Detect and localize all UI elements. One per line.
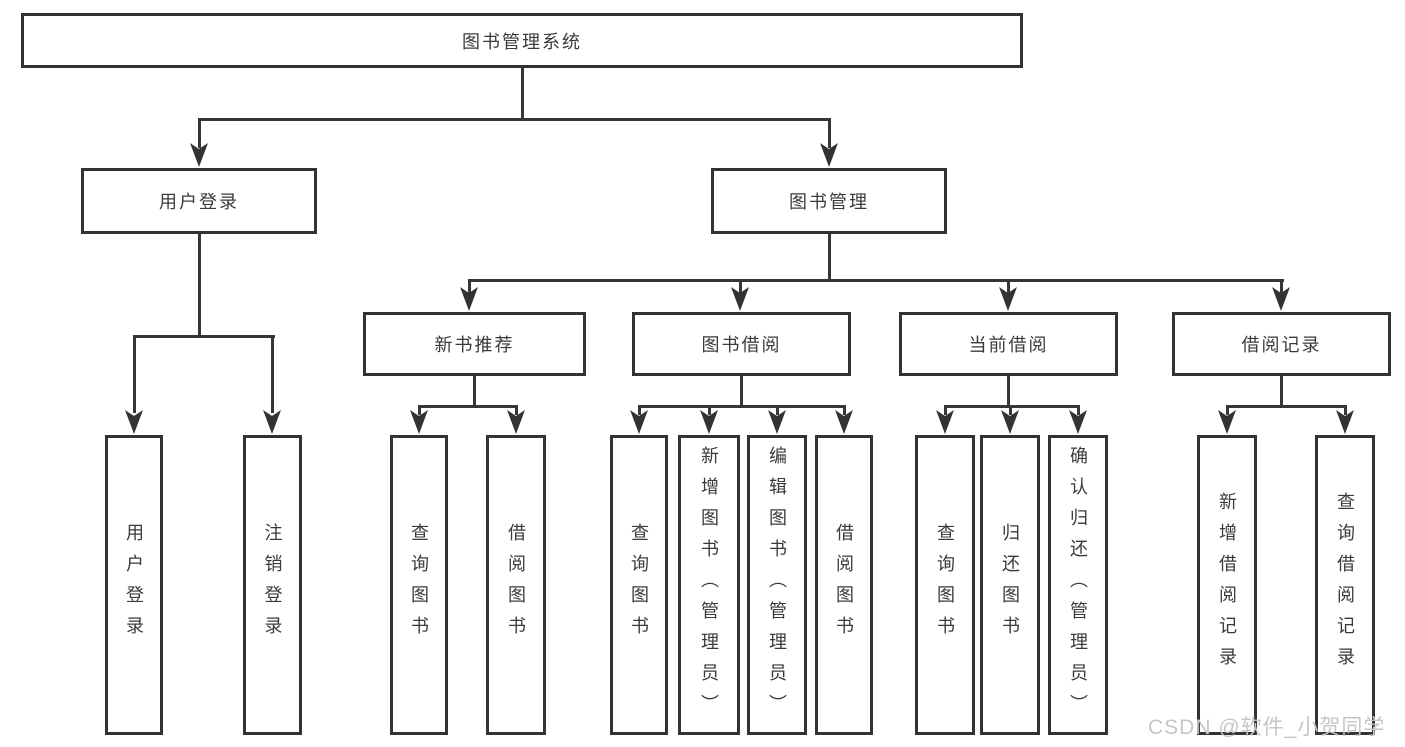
- connector-line: [707, 405, 711, 415]
- leaf-current-return-books-label: 归还图书: [1000, 523, 1020, 647]
- connector-line: [197, 117, 831, 121]
- node-new-book-recommend-label: 新书推荐: [434, 335, 515, 355]
- leaf-recommend-query-books-label: 查询图书: [409, 523, 429, 647]
- leaf-current-confirm-return-admin-label: 确认归还（管理员）: [1068, 445, 1088, 725]
- leaf-borrowing-add-books-admin: 新增图书（管理员）: [678, 435, 740, 735]
- connector-line: [827, 119, 831, 148]
- connector-line: [467, 280, 471, 294]
- node-book-management: 图书管理: [711, 168, 947, 234]
- leaf-borrowing-add-books-admin-label: 新增图书（管理员）: [699, 445, 719, 725]
- node-root-label: 图书管理系统: [462, 31, 582, 52]
- connector-line: [514, 405, 518, 415]
- connector-line: [417, 405, 421, 415]
- node-borrowing-records-label: 借阅记录: [1241, 335, 1322, 355]
- connector-line: [1225, 405, 1229, 415]
- connector-line: [827, 234, 831, 281]
- leaf-records-add-record: 新增借阅记录: [1197, 435, 1257, 735]
- connector-line: [1225, 404, 1346, 408]
- leaf-user-login-label: 用户登录: [124, 523, 144, 647]
- leaf-borrowing-query-books-label: 查询图书: [629, 523, 649, 647]
- leaf-current-query-books-label: 查询图书: [935, 523, 955, 647]
- connector-line: [1076, 405, 1080, 415]
- leaf-borrowing-edit-books-admin-label: 编辑图书（管理员）: [767, 445, 787, 725]
- node-current-borrowing: 当前借阅: [899, 312, 1118, 376]
- connector-line: [1007, 376, 1010, 407]
- node-user-login-label: 用户登录: [159, 192, 239, 212]
- connector-line: [1008, 405, 1012, 415]
- connector-line: [520, 68, 524, 120]
- node-root: 图书管理系统: [21, 13, 1023, 68]
- node-current-borrowing-label: 当前借阅: [968, 335, 1049, 355]
- connector-line: [740, 376, 743, 407]
- leaf-recommend-query-books: 查询图书: [390, 435, 448, 735]
- connector-line: [467, 278, 1284, 282]
- connector-line: [132, 335, 136, 413]
- connector-line: [1343, 405, 1347, 415]
- connector-line: [637, 405, 641, 415]
- leaf-recommend-borrow-books-label: 借阅图书: [506, 523, 526, 647]
- node-borrowing-records: 借阅记录: [1172, 312, 1391, 376]
- connector-line: [1280, 376, 1283, 407]
- connector-line: [775, 405, 779, 415]
- node-book-management-label: 图书管理: [789, 192, 869, 212]
- leaf-current-confirm-return-admin: 确认归还（管理员）: [1048, 435, 1108, 735]
- csdn-watermark: CSDN @软件_小贺同学: [1148, 716, 1386, 739]
- leaf-current-return-books: 归还图书: [980, 435, 1040, 735]
- connector-line: [637, 404, 846, 408]
- leaf-user-login: 用户登录: [105, 435, 163, 735]
- arrowhead-down-icon: [263, 410, 281, 434]
- leaf-borrowing-borrow-books-label: 借阅图书: [834, 523, 854, 647]
- leaf-logout: 注销登录: [243, 435, 302, 735]
- leaf-borrowing-query-books: 查询图书: [610, 435, 668, 735]
- connector-line: [943, 405, 947, 415]
- leaf-logout-label: 注销登录: [262, 523, 283, 647]
- leaf-recommend-borrow-books: 借阅图书: [486, 435, 546, 735]
- arrowhead-down-icon: [125, 410, 143, 434]
- leaf-records-add-record-label: 新增借阅记录: [1217, 492, 1237, 678]
- connector-line: [943, 404, 1080, 408]
- connector-line: [1006, 280, 1010, 294]
- node-new-book-recommend: 新书推荐: [363, 312, 586, 376]
- connector-line: [197, 119, 201, 148]
- connector-line: [132, 334, 275, 338]
- connector-line: [1279, 280, 1283, 294]
- leaf-current-query-books: 查询图书: [915, 435, 975, 735]
- connector-line: [270, 335, 274, 413]
- connector-line: [417, 404, 518, 408]
- connector-line: [197, 234, 201, 337]
- node-book-borrowing: 图书借阅: [632, 312, 851, 376]
- connector-line: [738, 280, 742, 294]
- leaf-borrowing-edit-books-admin: 编辑图书（管理员）: [747, 435, 807, 735]
- connector-line: [472, 376, 476, 407]
- node-user-login: 用户登录: [81, 168, 317, 234]
- connector-line: [842, 405, 846, 415]
- leaf-records-query-record: 查询借阅记录: [1315, 435, 1375, 735]
- node-book-borrowing-label: 图书借阅: [701, 335, 782, 355]
- leaf-records-query-record-label: 查询借阅记录: [1335, 492, 1355, 678]
- leaf-borrowing-borrow-books: 借阅图书: [815, 435, 873, 735]
